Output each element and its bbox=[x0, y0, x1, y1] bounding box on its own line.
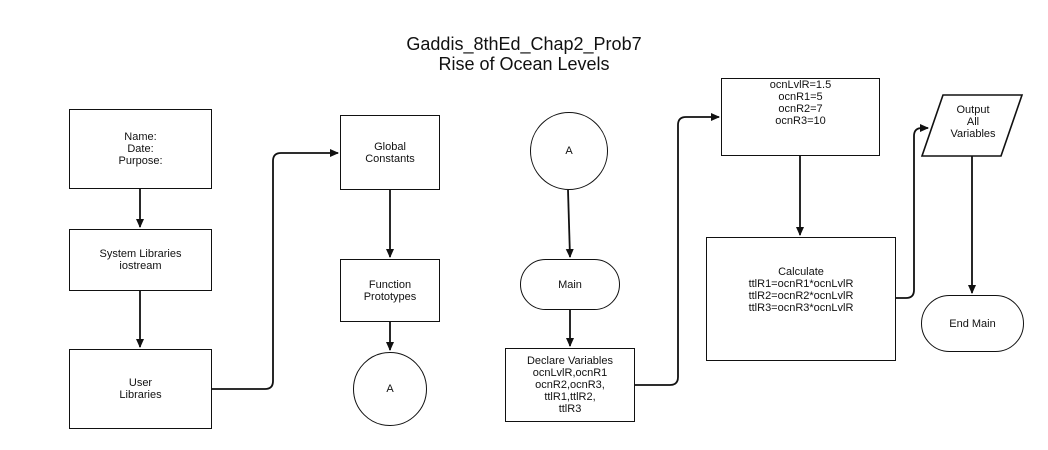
diagram-subtitle: Rise of Ocean Levels bbox=[438, 54, 610, 74]
header-date-label: Date: bbox=[127, 143, 154, 155]
end-main-label: End Main bbox=[949, 317, 996, 330]
user-libraries-box: User Libraries bbox=[69, 349, 212, 429]
edge-calculate-to-output bbox=[895, 124, 929, 299]
initialize-line4: ocnR3=10 bbox=[775, 115, 826, 127]
output-parallelogram bbox=[920, 94, 1024, 157]
diagram-title: Gaddis_8thEd_Chap2_Prob7 bbox=[406, 34, 642, 54]
declare-variables-box: Declare Variables ocnLvlR,ocnR1 ocnR2,oc… bbox=[505, 348, 635, 422]
global-constants-label-line1: Global bbox=[374, 140, 406, 153]
end-main-terminal: End Main bbox=[921, 295, 1024, 352]
global-constants-label-line2: Constants bbox=[365, 152, 415, 165]
header-purpose-label: Purpose: bbox=[118, 155, 163, 167]
declare-variables-line2: ocnLvlR,ocnR1 bbox=[532, 367, 608, 379]
output-label-line2: All bbox=[966, 116, 980, 128]
system-libraries-box: System Libraries iostream bbox=[69, 229, 212, 291]
declare-variables-line3: ocnR2,ocnR3, bbox=[535, 379, 605, 391]
connector-a-out-label: A bbox=[386, 383, 394, 395]
header-process-box: Name: Date: Purpose: bbox=[69, 109, 212, 189]
calculate-line3: ttlR2=ocnR2*ocnLvlR bbox=[748, 290, 854, 302]
calculate-label: Calculate bbox=[778, 266, 824, 278]
global-constants-box: Global Constants bbox=[340, 115, 440, 190]
declare-variables-line4: ttlR1,ttlR2, bbox=[544, 391, 596, 403]
calculate-line4: ttlR3=ocnR3*ocnLvlR bbox=[748, 302, 854, 314]
function-prototypes-label-line2: Prototypes bbox=[363, 290, 417, 303]
connector-a-in-label: A bbox=[565, 145, 573, 157]
initialize-line2: ocnR1=5 bbox=[778, 91, 823, 103]
output-io-text: Output All Variables bbox=[930, 98, 1016, 154]
connector-a-out: A bbox=[353, 352, 427, 426]
system-libraries-detail: iostream bbox=[119, 260, 162, 272]
initialize-line3: ocnR2=7 bbox=[778, 103, 823, 115]
main-terminal: Main bbox=[520, 259, 620, 310]
function-prototypes-box: Function Prototypes bbox=[340, 259, 440, 322]
declare-variables-label: Declare Variables bbox=[526, 355, 613, 367]
edge-connector-a-to-main bbox=[565, 189, 574, 258]
edge-declare-variables-to-initialize bbox=[635, 113, 720, 386]
initialize-box: ocnLvlR=1.5 ocnR1=5 ocnR2=7 ocnR3=10 bbox=[721, 78, 880, 156]
calculate-box: Calculate ttlR1=ocnR1*ocnLvlR ttlR2=ocnR… bbox=[706, 237, 896, 361]
header-name-label: Name: bbox=[124, 131, 157, 143]
edge-user-libraries-to-global-constants bbox=[211, 149, 339, 390]
output-label-line1: Output bbox=[956, 104, 990, 116]
user-libraries-label-line1: User bbox=[128, 377, 153, 389]
initialize-line1: ocnLvlR=1.5 bbox=[769, 79, 832, 91]
connector-a-in: A bbox=[530, 112, 608, 190]
user-libraries-label-line2: Libraries bbox=[119, 389, 162, 401]
calculate-line2: ttlR1=ocnR1*ocnLvlR bbox=[748, 278, 854, 290]
system-libraries-label: System Libraries bbox=[99, 248, 182, 260]
function-prototypes-label-line1: Function bbox=[368, 278, 412, 291]
main-label: Main bbox=[558, 278, 582, 291]
output-label-line3: Variables bbox=[950, 128, 996, 140]
declare-variables-line5: ttlR3 bbox=[558, 403, 582, 415]
